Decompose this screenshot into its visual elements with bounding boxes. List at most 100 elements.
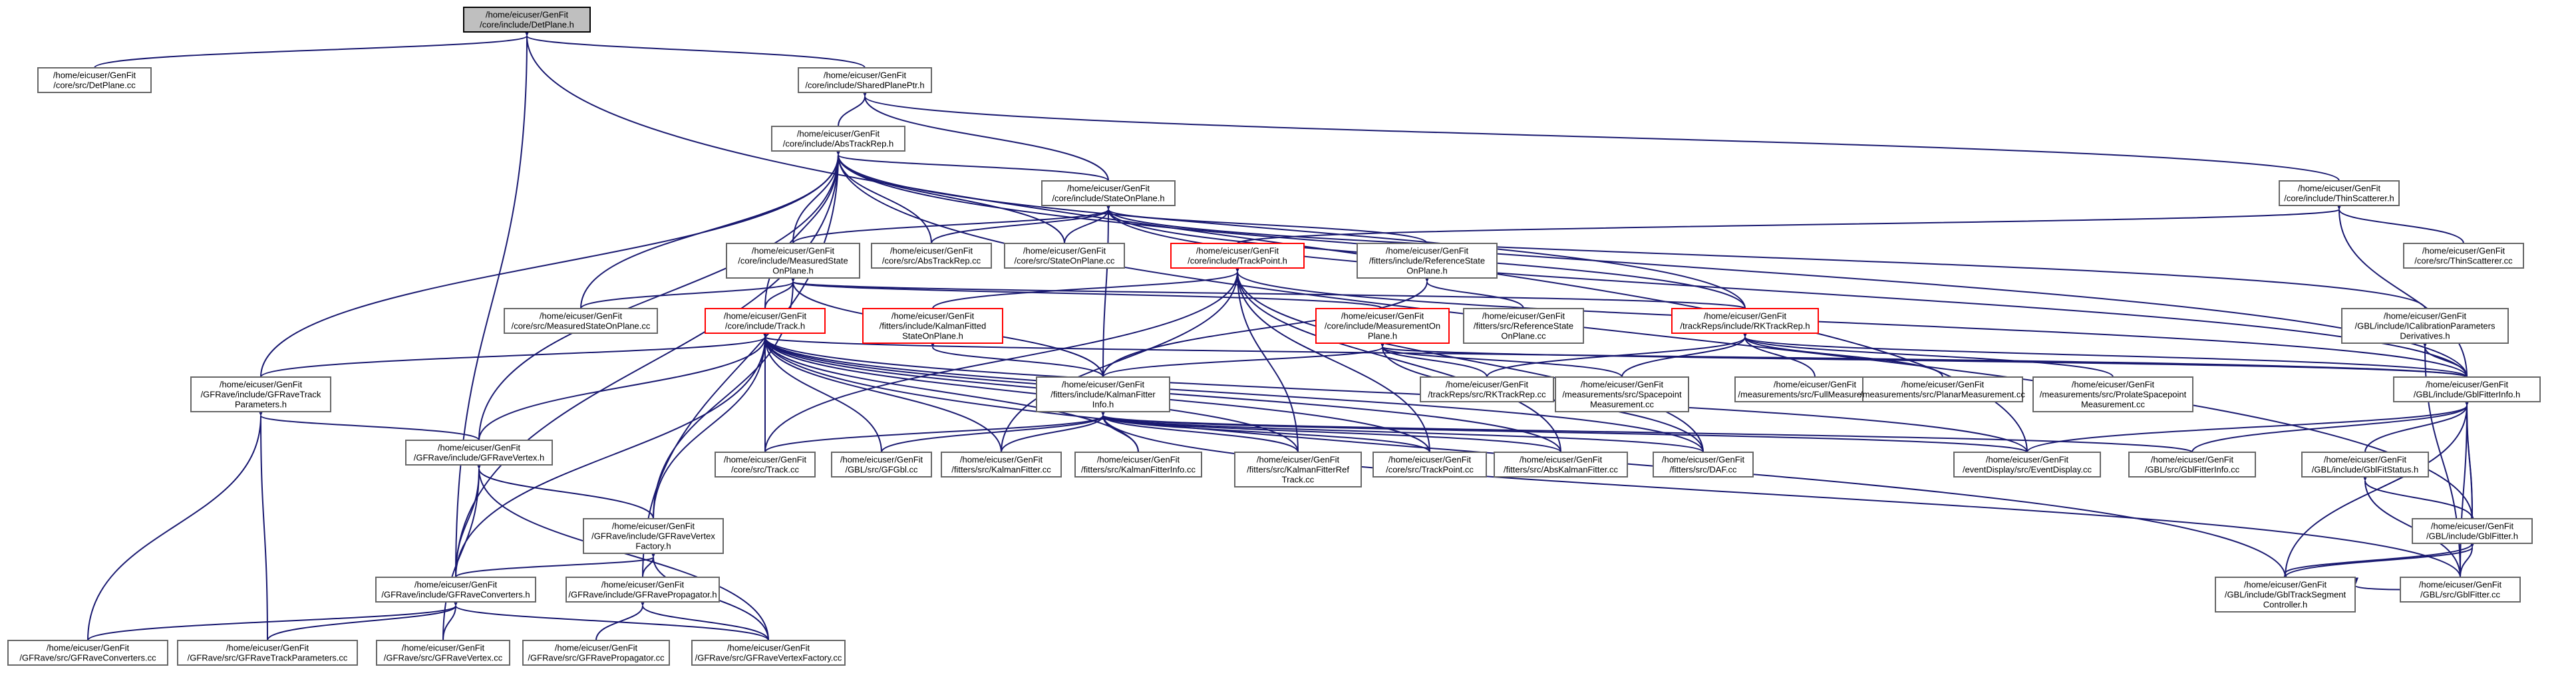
- edge-measuredstate_h-to-abstrackrep_h: [792, 146, 842, 244]
- edge-measuredstate_cc-to-measuredstate_h: [580, 273, 797, 309]
- file-node-abskalman-cc[interactable]: /home/eicuser/GenFit/fitters/src/AbsKalm…: [1494, 452, 1628, 478]
- node-box: [1315, 308, 1450, 344]
- file-node-vertexfactory-h[interactable]: /home/eicuser/GenFit/GFRave/include/GFRa…: [583, 518, 724, 554]
- file-node-gfgbl-cc[interactable]: /home/eicuser/GenFit/GBL/src/GFGbl.cc: [831, 452, 932, 478]
- node-label-line: /home/eicuser/GenFit: [2431, 521, 2514, 531]
- node-label-line: /home/eicuser/GenFit: [414, 580, 498, 590]
- file-node-stateonplane-h[interactable]: /home/eicuser/GenFit/core/include/StateO…: [1041, 180, 1176, 206]
- node-label-line: /home/eicuser/GenFit: [2244, 580, 2327, 590]
- file-node-detplane-h[interactable]: /home/eicuser/GenFit/core/include/DetPla…: [463, 7, 591, 33]
- file-node-prolate-cc[interactable]: /home/eicuser/GenFit/measurements/src/Pr…: [2032, 376, 2193, 412]
- node-box: [1036, 376, 1170, 412]
- file-node-abstrackrep-h[interactable]: /home/eicuser/GenFit/core/include/AbsTra…: [771, 126, 905, 152]
- file-node-track-h[interactable]: /home/eicuser/GenFit/core/include/Track.…: [705, 308, 826, 334]
- file-node-kalmanfitterinfo-h[interactable]: /home/eicuser/GenFit/fitters/include/Kal…: [1036, 376, 1170, 412]
- file-node-gfravevertex-cc[interactable]: /home/eicuser/GenFit/GFRave/src/GFRaveVe…: [376, 640, 510, 666]
- file-node-measuredstate-cc[interactable]: /home/eicuser/GenFit/core/src/MeasuredSt…: [504, 308, 658, 334]
- file-node-gblfitter-cc[interactable]: /home/eicuser/GenFit/GBL/src/GblFitter.c…: [2400, 577, 2521, 603]
- file-node-kalmanfitterref-cc[interactable]: /home/eicuser/GenFit/fitters/src/KalmanF…: [1234, 452, 1362, 487]
- edge-propagator_cc-to-propagator_h: [595, 597, 647, 641]
- edge-vertexfactory_h-to-track_h: [653, 329, 769, 519]
- file-node-propagator-cc[interactable]: /home/eicuser/GenFit/GFRave/src/GFRavePr…: [522, 640, 670, 666]
- node-box: [1074, 452, 1202, 478]
- file-node-rktrackrep-cc[interactable]: /home/eicuser/GenFit/trackReps/src/RKTra…: [1420, 376, 1554, 402]
- node-label-line: /home/eicuser/GenFit: [1901, 380, 1985, 390]
- file-node-thinscatterer-h[interactable]: /home/eicuser/GenFit/core/include/ThinSc…: [2279, 180, 2400, 206]
- file-node-eventdisplay-cc[interactable]: /home/eicuser/GenFit/eventDisplay/src/Ev…: [1953, 452, 2101, 478]
- file-node-measurementon-h[interactable]: /home/eicuser/GenFit/core/include/Measur…: [1315, 308, 1450, 344]
- node-label-line: /core/include/TrackPoint.h: [1188, 256, 1287, 266]
- node-label-line: /GFRave/include/GFRaveConverters.h: [381, 590, 530, 600]
- node-label-line: /core/src/TrackPoint.cc: [1386, 465, 1474, 475]
- file-node-propagator-h[interactable]: /home/eicuser/GenFit/GFRave/include/GFRa…: [565, 577, 720, 603]
- node-label-line: /home/eicuser/GenFit: [1023, 246, 1106, 256]
- file-node-daf-cc[interactable]: /home/eicuser/GenFit/fitters/src/DAF.cc: [1653, 452, 1754, 478]
- file-node-refstate-h[interactable]: /home/eicuser/GenFit/fitters/include/Ref…: [1357, 243, 1498, 279]
- node-box: [1170, 243, 1305, 269]
- node-box: [1671, 308, 1819, 334]
- node-box: [2279, 180, 2400, 206]
- file-node-sharedplaneptr-h[interactable]: /home/eicuser/GenFit/core/include/Shared…: [798, 67, 932, 93]
- edge-gblfitterinfo_cc-to-kalmanfitterinfo_h: [1099, 407, 2193, 453]
- node-label-line: /fitters/src/KalmanFitterRef: [1247, 465, 1349, 475]
- edge-vertexfactory_h-to-gfravevertex_h: [475, 460, 654, 519]
- node-box: [941, 452, 1062, 478]
- file-node-planarmeas-cc[interactable]: /home/eicuser/GenFit/measurements/src/Pl…: [1860, 376, 2025, 402]
- edge-gblfitter_cc-to-gblfitterinfo_h: [2460, 397, 2471, 578]
- file-node-vertexfactory-cc[interactable]: /home/eicuser/GenFit/GFRave/src/GFRaveVe…: [691, 640, 846, 666]
- file-node-kalmanfitter-cc[interactable]: /home/eicuser/GenFit/fitters/src/KalmanF…: [941, 452, 1062, 478]
- node-box: [583, 518, 724, 554]
- file-node-track-cc[interactable]: /home/eicuser/GenFit/core/src/Track.cc: [715, 452, 816, 478]
- file-node-trackpoint-cc[interactable]: /home/eicuser/GenFit/core/src/TrackPoint…: [1372, 452, 1487, 478]
- node-label-line: /core/include/MeasurementOn: [1325, 321, 1440, 331]
- node-box: [463, 7, 591, 33]
- node-label-line: /fitters/include/ReferenceState: [1369, 256, 1485, 266]
- node-label-line: /eventDisplay/src/EventDisplay.cc: [1963, 465, 2092, 475]
- edge-trackparams_cc-to-gfravetrackparams_h: [257, 407, 268, 641]
- file-node-converters-h[interactable]: /home/eicuser/GenFit/GFRave/include/GFRa…: [375, 577, 536, 603]
- file-node-gblfitterinfo-h[interactable]: /home/eicuser/GenFit/GBL/include/GblFitt…: [2393, 376, 2541, 402]
- edge-gblfitterinfo_h-to-icalib_h: [2421, 339, 2468, 378]
- file-node-rktrackrep-h[interactable]: /home/eicuser/GenFit/trackReps/include/R…: [1671, 308, 1819, 334]
- node-label-line: /home/eicuser/GenFit: [2298, 184, 2381, 194]
- node-box: [705, 308, 826, 334]
- node-label-line: /home/eicuser/GenFit: [960, 455, 1043, 465]
- edge-gblfitterinfo_cc-to-gblfitterinfo_h: [2191, 397, 2471, 453]
- edge-gfravetrackparams_h-to-track_h: [260, 329, 769, 378]
- node-label-line: /home/eicuser/GenFit: [486, 10, 569, 20]
- file-node-trackpoint-h[interactable]: /home/eicuser/GenFit/core/include/TrackP…: [1170, 243, 1305, 269]
- file-node-gblfitstatus-h[interactable]: /home/eicuser/GenFit/GBL/include/GblFitS…: [2301, 452, 2429, 478]
- edge-detplane_cc-to-detplane_h: [94, 27, 531, 69]
- edge-measurementon_h-to-measuredstate_h: [789, 273, 1383, 309]
- file-node-stateonplane-cc[interactable]: /home/eicuser/GenFit/core/src/StateOnPla…: [1004, 243, 1125, 269]
- node-box: [2412, 518, 2533, 544]
- node-box: [2341, 308, 2509, 344]
- node-label-line: Parameters.h: [235, 400, 287, 410]
- edge-rktrackrep_cc-to-measurementon_h: [1378, 339, 1488, 378]
- file-node-refstate-cc[interactable]: /home/eicuser/GenFit/fitters/src/Referen…: [1463, 308, 1584, 344]
- edge-trackpoint_cc-to-kalmanfitterinfo_h: [1099, 407, 1430, 453]
- edge-vertexfactory_cc-to-propagator_h: [639, 597, 769, 641]
- node-label-line: /GBL/include/GblFitterInfo.h: [2414, 390, 2520, 400]
- node-box: [691, 640, 846, 666]
- file-node-gbltrackseg-h[interactable]: /home/eicuser/GenFit/GBL/include/GblTrac…: [2215, 577, 2356, 613]
- file-node-gblfitter-h[interactable]: /home/eicuser/GenFit/GBL/include/GblFitt…: [2412, 518, 2533, 544]
- edge-kalmanfitterinfo_cc-to-track_h: [761, 329, 1139, 453]
- file-node-kalmanfitted-h[interactable]: /home/eicuser/GenFit/fitters/include/Kal…: [862, 308, 1003, 344]
- node-box: [1862, 376, 2023, 402]
- file-node-gblfitterinfo-cc[interactable]: /home/eicuser/GenFit/GBL/src/GblFitterIn…: [2128, 452, 2256, 478]
- file-node-detplane-cc[interactable]: /home/eicuser/GenFit/core/src/DetPlane.c…: [37, 67, 152, 93]
- file-node-kalmanfitterinfo-cc[interactable]: /home/eicuser/GenFit/fitters/src/KalmanF…: [1074, 452, 1202, 478]
- file-node-thinscatterer-cc[interactable]: /home/eicuser/GenFit/core/src/ThinScatte…: [2403, 243, 2524, 269]
- node-label-line: /home/eicuser/GenFit: [2324, 455, 2407, 465]
- node-label-line: /home/eicuser/GenFit: [840, 455, 923, 465]
- file-node-abstrackrep-cc[interactable]: /home/eicuser/GenFit/core/src/AbsTrackRe…: [871, 243, 992, 269]
- file-node-trackparams-cc[interactable]: /home/eicuser/GenFit/GFRave/src/GFRaveTr…: [177, 640, 358, 666]
- file-node-spacepoint-cc[interactable]: /home/eicuser/GenFit/measurements/src/Sp…: [1555, 376, 1689, 412]
- file-node-gfravevertex-h[interactable]: /home/eicuser/GenFit/GFRave/include/GFRa…: [405, 440, 553, 466]
- file-node-measuredstate-h[interactable]: /home/eicuser/GenFit/core/include/Measur…: [726, 243, 860, 279]
- file-node-gfravetrackparams-h[interactable]: /home/eicuser/GenFit/GFRave/include/GFRa…: [190, 376, 331, 412]
- edge-converters_h-to-detplane_h: [455, 27, 531, 578]
- file-node-converters-cc[interactable]: /home/eicuser/GenFit/GFRave/src/GFRaveCo…: [7, 640, 168, 666]
- file-node-icalib-h[interactable]: /home/eicuser/GenFit/GBL/include/ICalibr…: [2341, 308, 2509, 344]
